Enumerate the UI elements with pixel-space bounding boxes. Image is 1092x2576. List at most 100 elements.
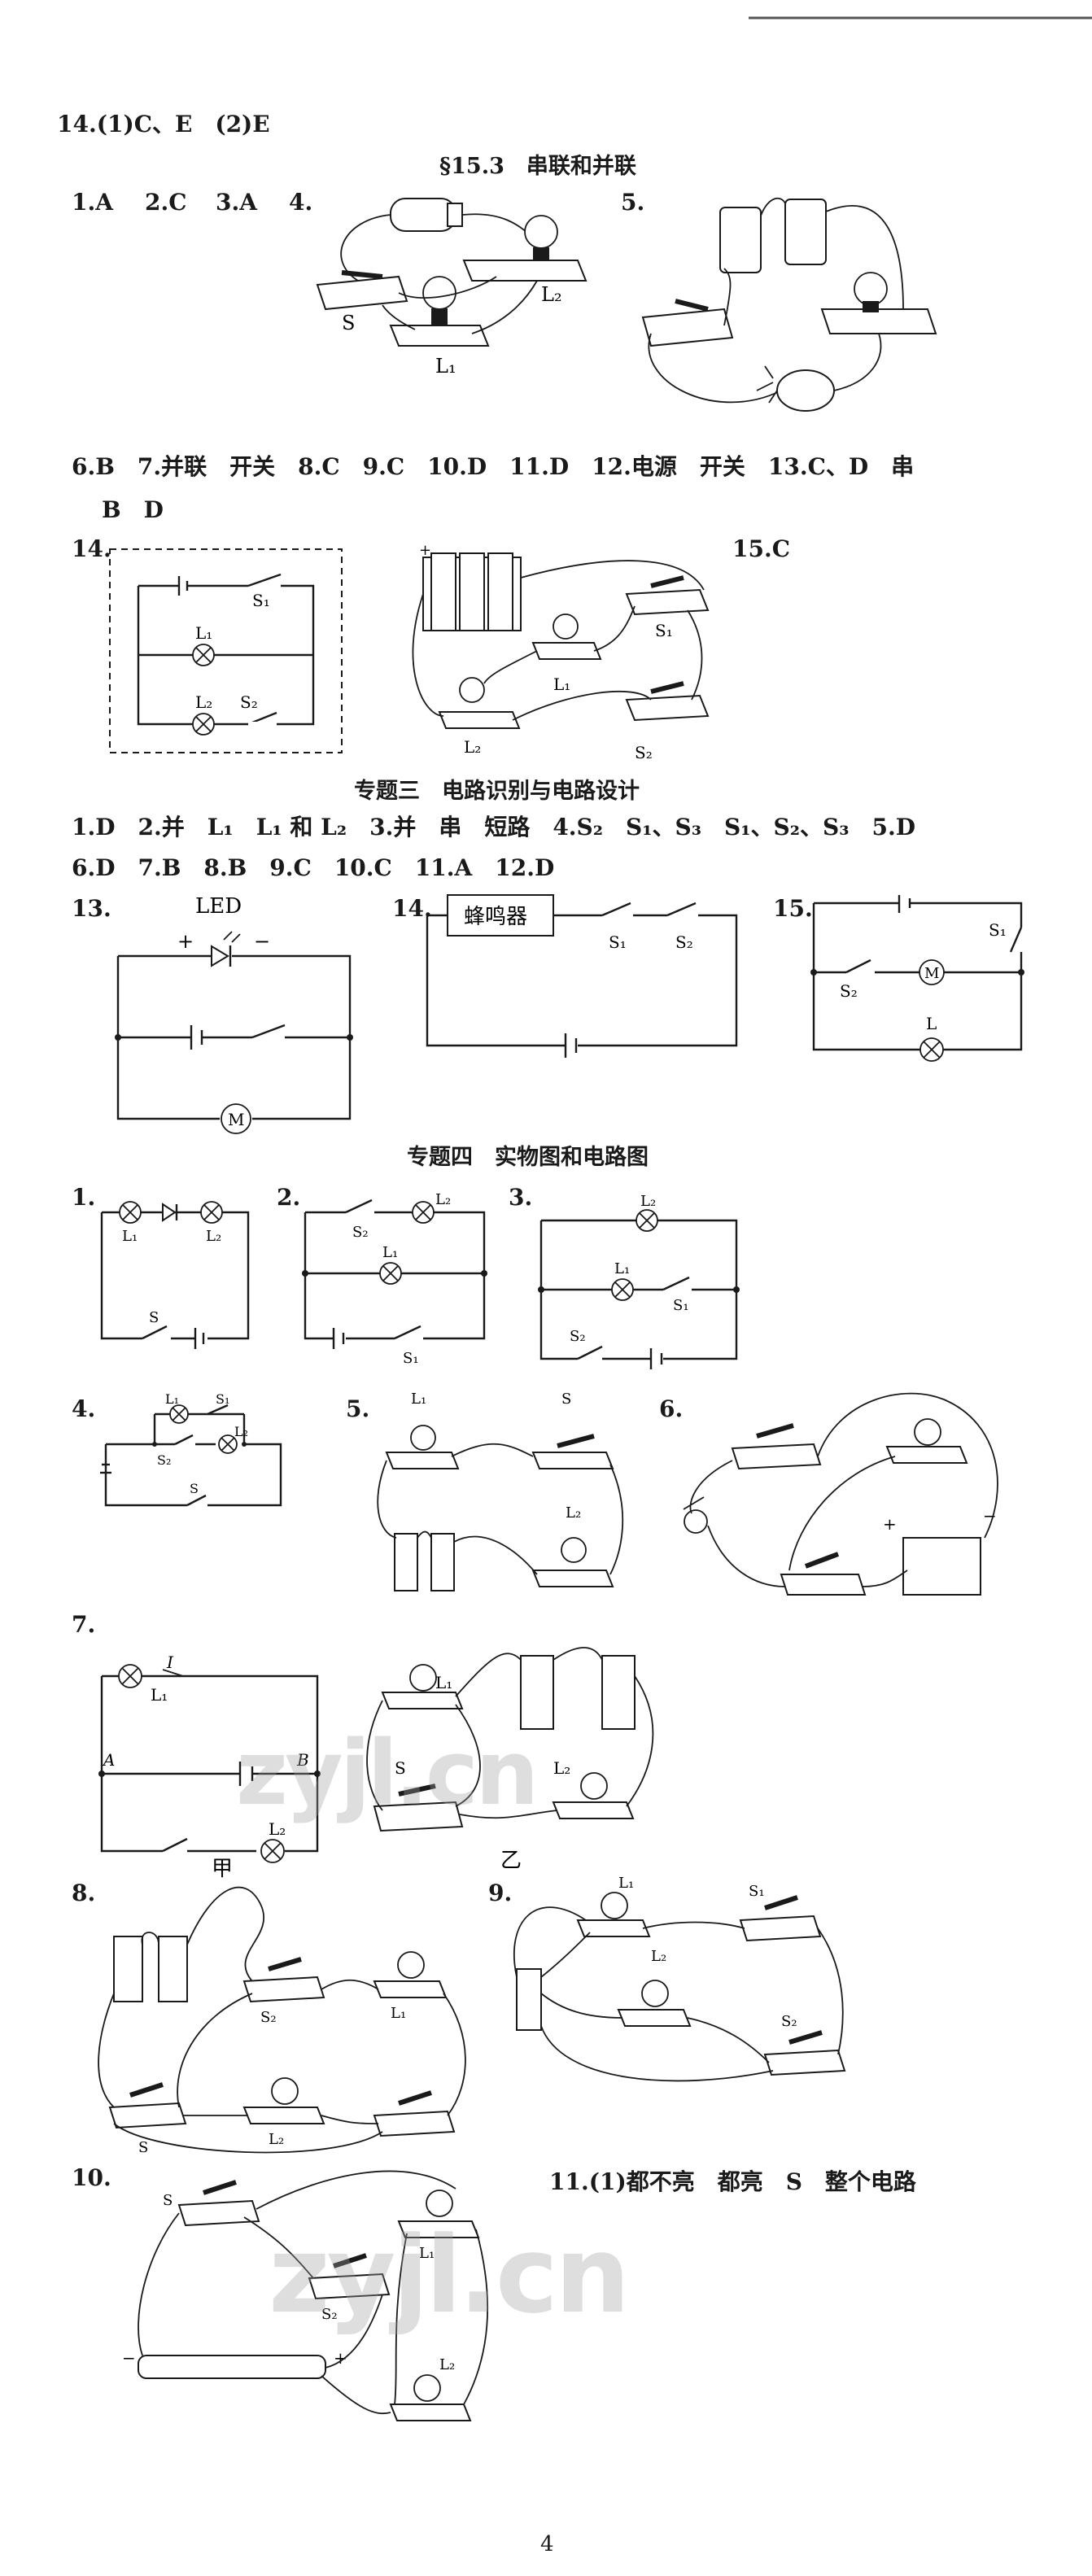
t3q14-circuit-diagram: 蜂鸣器 S₁ S₂ [426,894,738,1058]
t4q9-s1: S₁ [749,1883,765,1900]
figure-5-physical-circuit-with-motor [641,197,937,412]
fig14-l1: L₁ [195,623,212,643]
t4q1-s: S [149,1309,159,1326]
answer-4-label: 4. [289,189,313,216]
t4q6-label: 6. [659,1395,684,1422]
t4q9-l2: L₂ [651,1948,666,1965]
t3q15-circuit-diagram: M S₁ S₂ L [810,895,1024,1062]
fig4-label-l1: L₁ [435,355,456,378]
answer-14-label: 14. [72,535,111,562]
answers-13-continued: B D [102,496,164,523]
t4q2-l2: L₂ [435,1191,451,1208]
t3q14-s2: S₂ [675,932,693,952]
t4q5-l1: L₁ [411,1391,426,1408]
t4q7p-l2: L₂ [553,1758,570,1778]
t4q7-b: B [296,1750,309,1770]
watermark-2: zyjl.cn [269,2213,631,2337]
t3q13-motor: M [228,1110,244,1129]
t4q6-plus: + [883,1514,897,1534]
t4q10-s2: S₂ [321,2306,338,2323]
t4q10-physical-circuit: − + S L₁ S₂ L₂ [122,2170,489,2421]
t4q6-minus: − [983,1506,997,1526]
t4q7p-s: S [395,1758,406,1778]
t4q3-s1: S₁ [673,1297,689,1314]
t4q7p-l1: L₁ [435,1673,452,1692]
q14-top-answer: 14.(1)C、E (2)E [57,111,270,138]
answer-3: 3.A [216,189,257,216]
t4q9-label: 9. [488,1880,513,1906]
t4q10-s: S [163,2192,173,2209]
t4q4-label: 4. [72,1395,96,1422]
t4q10-l2: L₂ [439,2356,455,2373]
header-rule [749,16,1092,20]
fig4-label-l2: L₂ [541,283,562,306]
t4q10-minus: − [122,2348,136,2368]
topic3-answers-6-12: 6.D 7.B 8.B 9.C 10.C 11.A 12.D [72,854,555,881]
fig14-plus: + [419,542,431,559]
fig14p-s1: S₁ [655,621,673,640]
answer-2: 2.C [145,189,187,216]
fig14p-s2: S₂ [635,743,653,762]
t3q14-buzzer: 蜂鸣器 [464,905,527,929]
topic3-answers-1-5: 1.D 2.并 L₁ L₁ 和 L₂ 3.并 串 短路 4.S₂ S₁、S₃ S… [72,814,915,840]
t3q14-s1: S₁ [609,932,627,952]
t4q1-label: 1. [72,1184,96,1211]
t4q3-label: 3. [509,1184,533,1211]
t4q4-s1: S₁ [216,1391,229,1407]
t4q2-circuit-diagram: S₂ L₂ L₁ S₁ [302,1191,487,1367]
t4q5-l2: L₂ [566,1504,581,1522]
fig14p-l2: L₂ [464,737,481,757]
t4q3-circuit-diagram: L₂ L₁ S₁ S₂ [538,1193,740,1369]
answer-15: 15.C [732,535,790,562]
t4q1-l1: L₁ [122,1228,138,1245]
t4q7-l1: L₁ [151,1685,168,1705]
t4q4-circuit-diagram: L₁ S₁ S₂ L₂ S [100,1391,282,1507]
fig4-label-s: S [342,312,355,334]
t4q7-yi: 乙 [500,1849,522,1873]
watermark-1: zyjl.cn [236,1721,539,1825]
t4q8-physical-circuit: S₂ L₁ S L₂ [98,1886,466,2156]
t4q2-s1: S₁ [403,1350,419,1367]
t4q2-label: 2. [277,1184,301,1211]
t4q4-l1: L₁ [165,1391,179,1407]
fig14-s1: S₁ [252,591,270,610]
t4q4-l2: L₂ [234,1424,248,1439]
answer-5-label: 5. [621,189,645,216]
page-number: 4 [540,2532,554,2556]
t4q1-circuit-diagram: L₁ L₂ S [100,1201,250,1349]
t4q11-answer: 11.(1)都不亮 都亮 S 整个电路 [549,2168,916,2195]
t4q7-jia: 甲 [212,1857,233,1881]
t4q6-physical-circuit: + − [683,1392,998,1596]
t3q13-plus: + [177,930,194,953]
t4q7-circuit-diagram-jia: I L₁ A B L₂ 甲 [98,1653,321,1881]
t4q8-l2: L₂ [269,2131,284,2148]
t4q5-s: S [561,1391,571,1408]
t4q8-label: 8. [72,1880,96,1906]
t4q3-l2: L₂ [640,1193,656,1210]
answers-6-13: 6.B 7.并联 开关 8.C 9.C 10.D 11.D 12.电源 开关 1… [72,453,915,480]
t3q13-led-label: LED [195,894,242,919]
t3q15-motor: M [924,965,939,982]
t4q3-s2: S₂ [570,1328,586,1345]
t4q5-physical-circuit: L₁ S L₂ [377,1391,624,1591]
t4q7-label: 7. [72,1611,96,1638]
t4q9-physical-circuit: L₁ S₁ L₂ S₂ [513,1875,846,2082]
t4q8-s: S [138,2139,148,2156]
topic4-title: 专题四 实物图和电路图 [407,1145,649,1170]
t3q13-circuit-diagram: LED + − M [115,894,353,1134]
t4q3-l1: L₁ [614,1260,630,1277]
t4q9-s2: S₂ [781,2013,797,2030]
figure-4-physical-circuit: S L₂ L₁ [316,198,587,378]
t4q10-label: 10. [72,2164,111,2191]
t4q10-l1: L₁ [419,2245,435,2262]
t4q4-s: S [190,1481,199,1496]
t4q5-label: 5. [346,1395,370,1422]
t3q13-label: 13. [72,895,111,922]
t4q8-s2: S₂ [260,2009,277,2026]
t3q15-s2: S₂ [840,981,858,1001]
figure-14-circuit-diagram: S₁ L₁ L₂ S₂ [109,548,343,753]
figure-14-physical-circuit: + S₁ L₁ L₂ S₂ [412,542,710,762]
topic3-title: 专题三 电路识别与电路设计 [354,779,640,804]
fig14p-l1: L₁ [553,675,570,694]
t4q7-l2: L₂ [269,1819,286,1839]
